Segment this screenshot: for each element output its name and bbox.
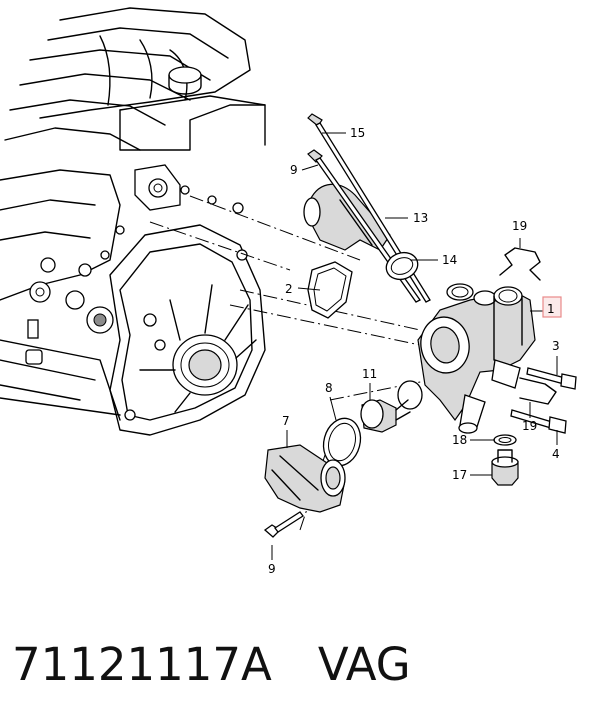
label-part-13: 13 [413,211,428,225]
label-part-11: 11 [362,367,377,381]
highlight-box-part-1 [542,296,562,318]
o-ring-part-14 [385,251,419,281]
caption: 71121117A VAG [12,630,588,700]
o-ring-part-18 [493,434,517,446]
label-part-3: 3 [552,339,560,353]
label-part-15: 15 [350,126,365,140]
leader-lines [271,132,558,560]
label-part-2: 2 [285,282,293,296]
label-part-9-upper: 9 [290,163,298,177]
bolt-part-9-lower [263,511,304,538]
label-part-19-lower: 19 [522,419,537,433]
part-labels: 1 2 3 4 7 8 9 9 11 13 14 15 17 18 19 19 [268,126,562,576]
assembly-lines [149,195,431,531]
plug-part-17 [491,449,519,486]
clip-part-19-upper [499,247,541,281]
part-number: 71121117A [12,638,272,691]
engine-block [0,7,266,436]
clip-part-19-lower [519,377,557,405]
exploded-parts-diagram: 1 2 3 4 7 8 9 9 11 13 14 15 17 18 19 19 [0,7,577,576]
label-part-1: 1 [547,302,555,316]
label-part-14: 14 [442,253,457,267]
gasket-part-2 [307,261,353,319]
label-part-17: 17 [452,468,467,482]
label-part-19-upper: 19 [512,219,527,233]
label-part-9-lower: 9 [268,562,276,576]
label-part-4: 4 [552,447,560,461]
coolant-flange-housing-part-1 [417,283,536,434]
housing-part-7 [264,444,346,513]
brand-name: VAG [317,638,411,691]
bolt-part-3 [526,367,577,390]
thermostat-part-11 [360,380,423,433]
bolt-part-4 [510,409,567,434]
label-part-18: 18 [452,433,467,447]
label-part-8: 8 [325,381,333,395]
label-part-7: 7 [282,414,290,428]
